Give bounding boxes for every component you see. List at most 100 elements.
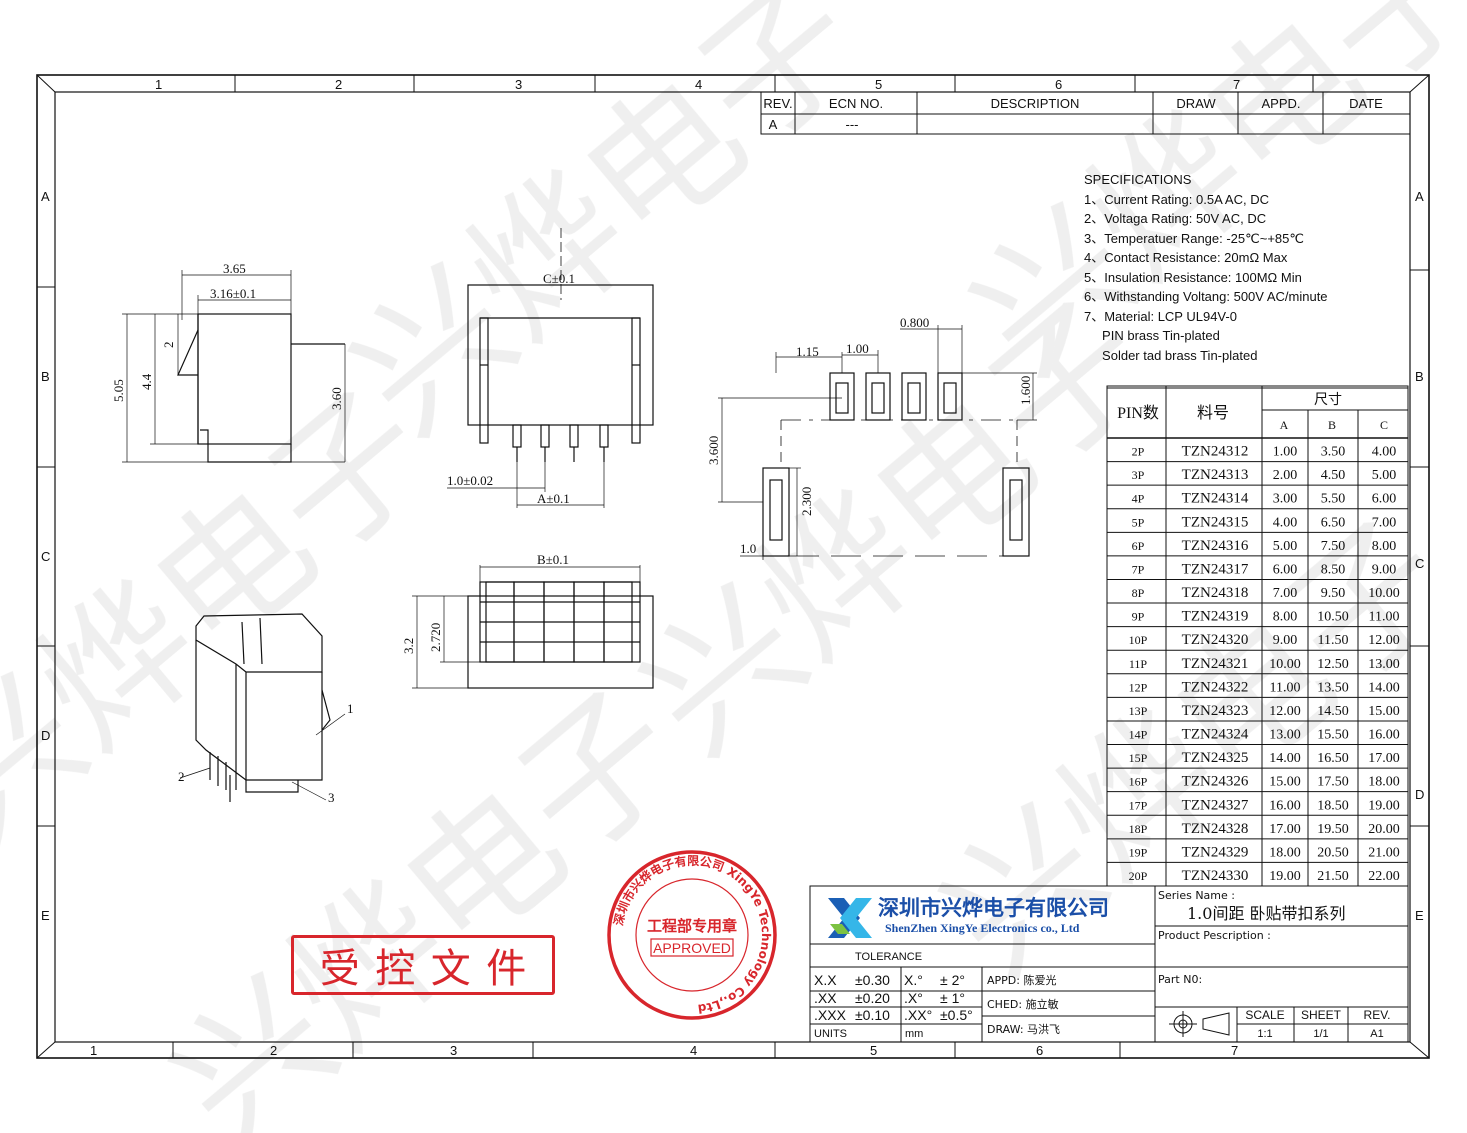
zone-left-E: E bbox=[41, 908, 50, 923]
ecn-header: ECN NO. bbox=[829, 96, 883, 111]
dimension-cell: 19.50 bbox=[1317, 822, 1349, 837]
dimension-cell: 9.00 bbox=[1273, 633, 1298, 648]
units-value: mm bbox=[905, 1028, 923, 1040]
dim-1.00: 1.00 bbox=[846, 341, 869, 356]
dimension-cell: 15.50 bbox=[1317, 728, 1349, 743]
dimension-cell: 16.00 bbox=[1368, 728, 1400, 743]
zone-bottom-3: 3 bbox=[450, 1043, 457, 1058]
dimension-cell: 16.00 bbox=[1269, 798, 1301, 813]
spec-title: SPECIFICATIONS bbox=[1084, 172, 1192, 187]
dim-5.05: 5.05 bbox=[111, 379, 126, 402]
stamp-char: 文 bbox=[430, 946, 471, 992]
pin-count-cell: 7P bbox=[1132, 562, 1145, 576]
draw-name: DRAW: 马洪飞 bbox=[987, 1022, 1060, 1036]
dim-3.60: 3.60 bbox=[329, 387, 344, 410]
tol-1-key: X.X bbox=[814, 972, 837, 988]
sheet-value: 1/1 bbox=[1313, 1028, 1328, 1040]
border-frame bbox=[36, 74, 1430, 1059]
spec-line: PIN brass Tin-plated bbox=[1084, 328, 1220, 343]
pin-count-cell: 2P bbox=[1132, 445, 1145, 459]
part-number-cell: TZN24313 bbox=[1182, 467, 1249, 483]
tol-3-key: .XXX bbox=[814, 1007, 847, 1023]
spec-line: 3、Temperatuer Range: -25℃~+85℃ bbox=[1084, 230, 1304, 246]
dim-3.16: 3.16±0.1 bbox=[210, 286, 256, 301]
zone-top-4: 4 bbox=[695, 77, 702, 92]
dimension-cell: 17.00 bbox=[1368, 751, 1400, 766]
spec-line: Solder tad brass Tin-plated bbox=[1084, 347, 1258, 363]
zone-right-B: B bbox=[1415, 369, 1424, 384]
dim-2.720: 2.720 bbox=[428, 623, 443, 652]
zone-right-D: D bbox=[1415, 787, 1424, 802]
bottom-view-dimensions bbox=[412, 566, 640, 689]
part-number-cell: TZN24321 bbox=[1182, 656, 1249, 672]
dimension-cell: 17.50 bbox=[1317, 775, 1349, 790]
date-header: DATE bbox=[1349, 96, 1383, 111]
dim-C: C±0.1 bbox=[543, 271, 575, 286]
dimension-cell: 20.00 bbox=[1368, 822, 1400, 837]
dimension-cell: 7.00 bbox=[1273, 586, 1298, 601]
series-label: Series Name : bbox=[1158, 889, 1235, 902]
dimension-cell: 18.00 bbox=[1269, 845, 1301, 860]
zone-right-A: A bbox=[1415, 189, 1424, 204]
zone-left-A: A bbox=[41, 189, 50, 204]
dim-3.2: 3.2 bbox=[401, 638, 416, 654]
zone-bottom-4: 4 bbox=[690, 1043, 697, 1058]
appd-header: APPD. bbox=[1261, 96, 1300, 111]
dimension-cell: 18.50 bbox=[1317, 798, 1349, 813]
dim-0.800: 0.800 bbox=[900, 315, 929, 330]
tol-1-angle-val: ± 2° bbox=[940, 972, 965, 988]
bottom-view bbox=[467, 565, 654, 689]
controlled-document-stamp: 受 控 文 件 bbox=[291, 935, 555, 995]
zone-right-E: E bbox=[1415, 908, 1424, 923]
dimension-cell: 7.50 bbox=[1321, 539, 1346, 554]
part-number-cell: TZN24327 bbox=[1182, 797, 1249, 813]
col-A-header: A bbox=[1280, 418, 1289, 432]
revision-table: REV. ECN NO. DESCRIPTION DRAW APPD. DATE… bbox=[760, 91, 1411, 135]
dimension-cell: 5.00 bbox=[1273, 539, 1298, 554]
ecn-value: --- bbox=[846, 117, 859, 132]
scale-value: 1:1 bbox=[1257, 1028, 1272, 1040]
pin-count-cell: 19P bbox=[1129, 845, 1148, 859]
sheet-label: SHEET bbox=[1301, 1008, 1342, 1022]
zone-bottom-1: 1 bbox=[90, 1043, 97, 1058]
dimension-cell: 18.00 bbox=[1368, 775, 1400, 790]
pin-count-cell: 12P bbox=[1129, 680, 1148, 694]
dimension-cell: 3.50 bbox=[1321, 445, 1346, 460]
dim-2: 2 bbox=[161, 342, 176, 349]
engineering-seal: 深圳市兴烨电子有限公司 XingYe Technology Co.,Ltd 工程… bbox=[607, 850, 777, 1020]
draw-header: DRAW bbox=[1176, 96, 1216, 111]
zone-bottom-2: 2 bbox=[270, 1043, 277, 1058]
callout-3: 3 bbox=[328, 790, 335, 805]
part-number-cell: TZN24329 bbox=[1182, 844, 1249, 860]
dimension-cell: 9.00 bbox=[1372, 562, 1397, 577]
zone-left-B: B bbox=[41, 369, 50, 384]
dimension-cell: 11.50 bbox=[1318, 633, 1349, 648]
company-name-cn: 深圳市兴烨电子有限公司 bbox=[878, 896, 1109, 920]
zone-top-3: 3 bbox=[515, 77, 522, 92]
dimension-cell: 4.50 bbox=[1321, 468, 1346, 483]
pin-count-cell: 10P bbox=[1129, 633, 1148, 647]
dimension-cell: 19.00 bbox=[1269, 869, 1301, 884]
side-view-labels: 3.65 3.16±0.1 5.05 4.4 2 3.60 bbox=[111, 261, 344, 410]
dimension-cell: 11.00 bbox=[1270, 680, 1301, 695]
dimension-cell: 16.50 bbox=[1317, 751, 1349, 766]
part-number-cell: TZN24330 bbox=[1182, 868, 1249, 884]
pcb-footprint-labels: 0.800 1.15 1.00 1.600 3.600 2.300 1.0 bbox=[706, 315, 1033, 556]
dimension-header: 尺寸 bbox=[1314, 392, 1342, 408]
callout-1: 1 bbox=[347, 701, 354, 716]
company-logo bbox=[828, 898, 872, 938]
part-number-cell: TZN24323 bbox=[1182, 703, 1249, 719]
dimension-cell: 17.00 bbox=[1269, 822, 1301, 837]
dimension-cell: 4.00 bbox=[1372, 445, 1397, 460]
dimension-cell: 4.00 bbox=[1273, 515, 1298, 530]
pin-count-cell: 17P bbox=[1129, 798, 1148, 812]
dimension-cell: 8.00 bbox=[1273, 610, 1298, 625]
callout-2: 2 bbox=[178, 769, 185, 784]
pin-count-cell: 4P bbox=[1132, 492, 1145, 506]
part-number-header: 料号 bbox=[1197, 404, 1229, 422]
tol-3-angle: .XX° bbox=[904, 1007, 932, 1023]
pin-count-cell: 16P bbox=[1129, 775, 1148, 789]
zone-bottom-7: 7 bbox=[1231, 1043, 1238, 1058]
part-number-cell: TZN24326 bbox=[1182, 774, 1249, 790]
